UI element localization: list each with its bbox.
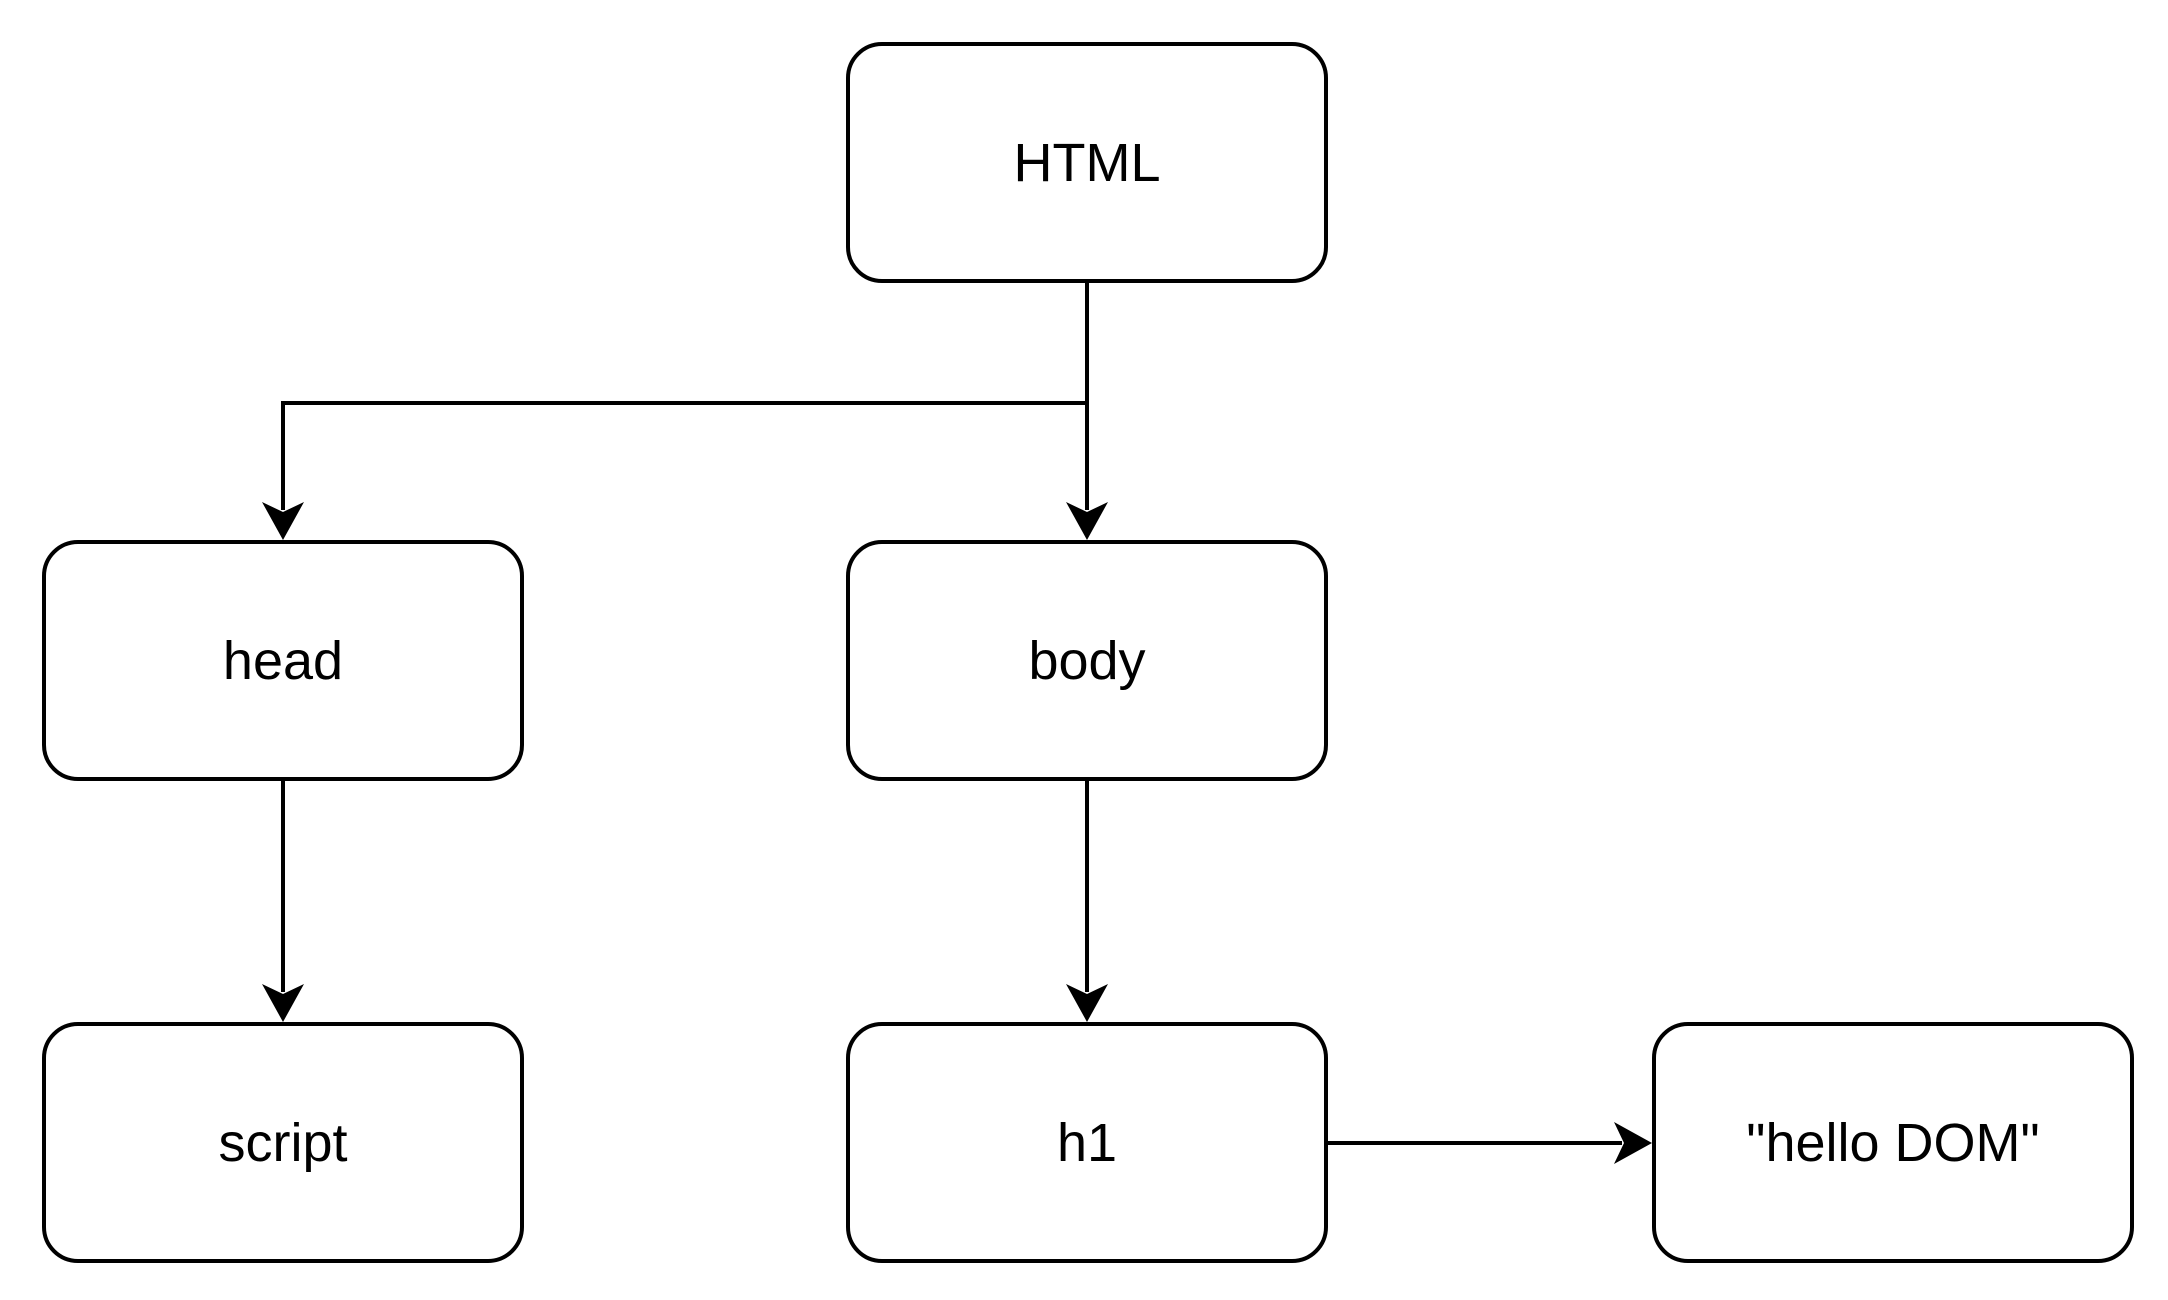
node-text-label: "hello DOM": [1746, 1112, 2040, 1173]
arrowhead-head-to-script: [262, 984, 304, 1022]
node-h1: h1: [846, 1022, 1328, 1263]
node-head: head: [42, 540, 524, 781]
arrowhead-html-to-head: [262, 502, 304, 540]
arrowhead-body-to-h1: [1066, 984, 1108, 1022]
node-h1-label: h1: [1056, 1112, 1118, 1173]
edge-html-to-head: [281, 283, 1089, 510]
arrowhead-h1-to-text: [1614, 1122, 1652, 1164]
node-body: body: [846, 540, 1328, 781]
node-script-label: script: [218, 1112, 348, 1173]
node-html-label: HTML: [1013, 132, 1161, 193]
node-body-label: body: [1028, 630, 1146, 691]
node-script: script: [42, 1022, 524, 1263]
arrowhead-html-to-body: [1066, 502, 1108, 540]
node-head-label: head: [222, 630, 344, 691]
node-text: "hello DOM": [1652, 1022, 2134, 1263]
node-html: HTML: [846, 42, 1328, 283]
